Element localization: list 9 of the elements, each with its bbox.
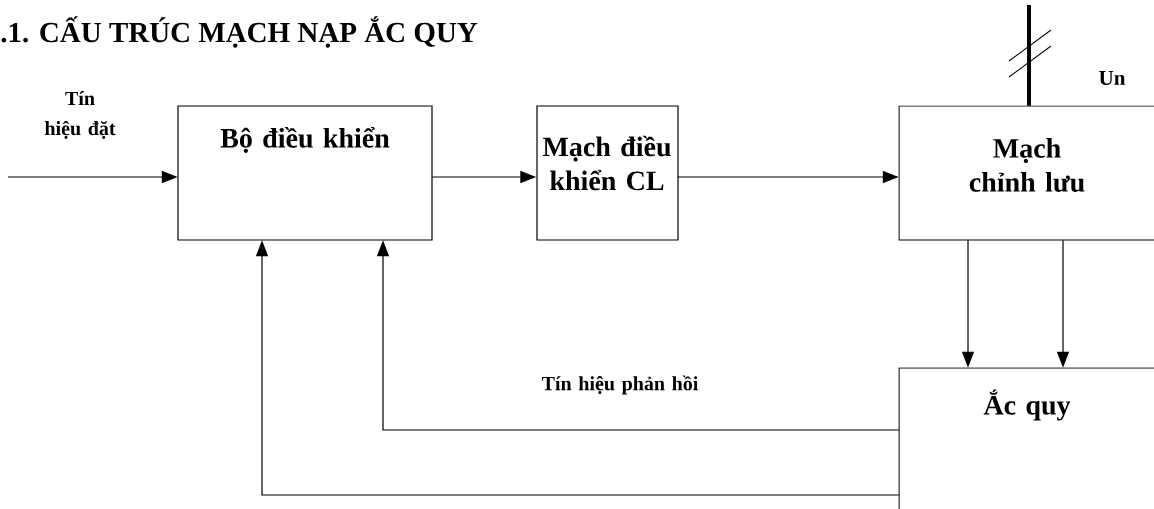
voltage-label: Un bbox=[1099, 71, 1126, 85]
edge-label: Tín hiệu đặt bbox=[44, 91, 116, 139]
block-box: Mạch chỉnh lưu bbox=[898, 105, 1154, 241]
line bbox=[1027, 5, 1031, 106]
block-box: Mạch điều khiển CL bbox=[536, 105, 679, 241]
heading: .1. CẤU TRÚC MẠCH NẠP ẮC QUY bbox=[1, 16, 478, 48]
block-box: Bộ điều khiển bbox=[177, 105, 433, 241]
edge-label: Tín hiệu phản hồi bbox=[541, 375, 699, 395]
block-box: Ắc quy bbox=[898, 367, 1154, 509]
